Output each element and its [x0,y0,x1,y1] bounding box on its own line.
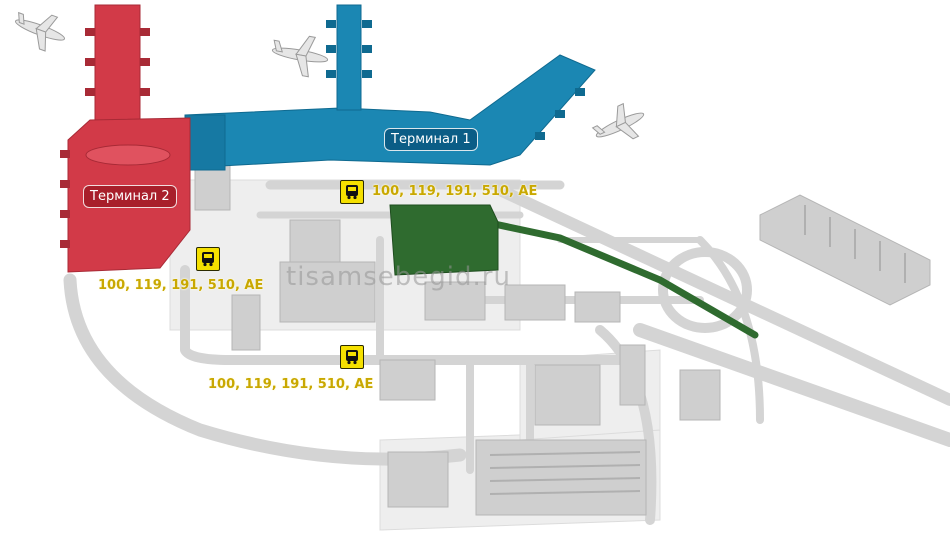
aeroexpress-rail [481,218,759,339]
airplane-icon [591,102,645,140]
bus-icon[interactable] [196,247,220,271]
aeroexpress-station [389,204,499,276]
bus-routes-label: 100, 119, 191, 510, АЕ [98,278,264,293]
bus-routes-label: 100, 119, 191, 510, АЕ [208,377,374,392]
bus-routes-label: 100, 119, 191, 510, АЕ [372,184,538,199]
bus-icon[interactable] [340,345,364,369]
watermark: tisamsebegid.ru [286,262,511,292]
airplane-icon [15,11,65,52]
terminal-2-label: Терминал 2 [83,185,177,208]
terminal-1-building [184,4,596,171]
terminal-2-gates [60,28,150,248]
terminal-2-building [67,4,191,273]
airplane-icon [271,35,329,78]
bus-icon[interactable] [340,180,364,204]
terminal-1-label: Терминал 1 [384,128,478,151]
terminal-1-gates [326,20,585,140]
